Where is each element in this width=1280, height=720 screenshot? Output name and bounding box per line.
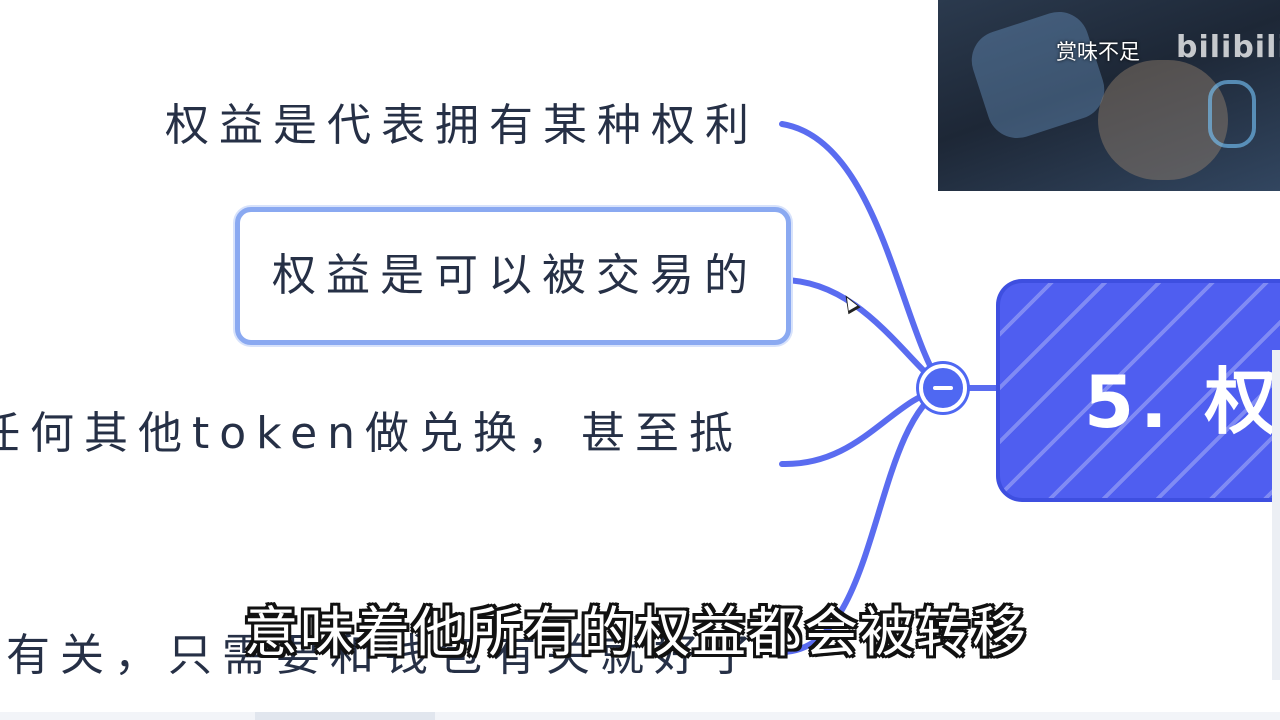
- branch-topic-3[interactable]: 任何其他token做兑换，甚至抵: [0, 408, 744, 459]
- connector-branch-3: [779, 385, 946, 468]
- collapse-toggle-button[interactable]: [919, 364, 967, 412]
- video-blob-2: [1098, 60, 1228, 180]
- watermark-text: 赏味不足: [1056, 40, 1140, 64]
- video-overlay: 赏味不足 bilibili: [938, 0, 1280, 191]
- central-topic-node[interactable]: 5. 权: [1000, 283, 1280, 498]
- central-topic-label: 5. 权: [1084, 360, 1280, 444]
- connector-branch-1: [779, 121, 946, 391]
- video-blob-1: [963, 4, 1113, 146]
- connector-branch-4: [779, 385, 946, 655]
- video-blob-3: [1208, 80, 1256, 148]
- branch-topic-2-selected-frame[interactable]: [235, 207, 791, 345]
- video-subtitle: 意味着他所有的权益都会被转移: [244, 601, 1028, 664]
- horizontal-scrollbar[interactable]: [0, 712, 1280, 720]
- horizontal-scrollbar-thumb[interactable]: [255, 712, 435, 720]
- branch-topic-1[interactable]: 权益是代表拥有某种权利: [165, 100, 759, 151]
- bilibili-logo-icon: bilibili: [1176, 30, 1280, 65]
- vertical-scrollbar[interactable]: [1272, 350, 1280, 680]
- branch-topic-2[interactable]: 权益是可以被交易的: [272, 250, 758, 301]
- branch-topic-4[interactable]: 有关，只需要和钱包有关就好了: [6, 630, 762, 681]
- central-node-hatch-pattern: [1000, 283, 1280, 498]
